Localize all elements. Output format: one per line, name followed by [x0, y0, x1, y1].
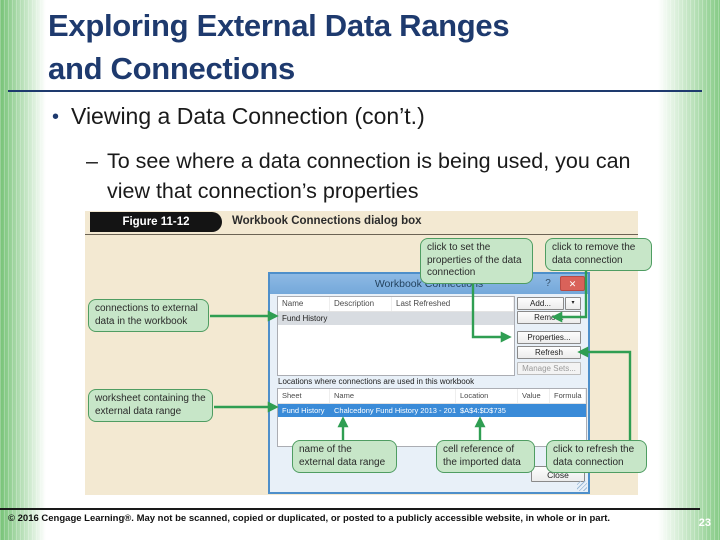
figure-caption: Workbook Connections dialog box	[232, 215, 422, 227]
page-number: 23	[698, 517, 711, 529]
column-header-value[interactable]: Value	[518, 389, 550, 403]
callout-set-properties: click to set the properties of the data …	[420, 238, 533, 284]
footer-rule	[0, 508, 700, 510]
column-header-name[interactable]: Name	[278, 297, 330, 311]
column-header-range-name[interactable]: Name	[330, 389, 456, 403]
locations-table-header: Sheet Name Location Value Formula	[278, 389, 586, 404]
connections-list: Name Description Last Refreshed Fund His…	[277, 296, 515, 376]
bullet-text: Viewing a Data Connection (con’t.)	[71, 103, 425, 129]
cell-location: $A$4:$D$735	[460, 406, 506, 415]
add-button[interactable]: Add...	[517, 297, 564, 310]
cell-range-name: Chalcedony Fund History 2013 - 2016	[334, 406, 456, 415]
column-header-formula[interactable]: Formula	[550, 389, 586, 403]
cell-sheet: Fund History	[282, 406, 325, 415]
callout-external-connections: connections to external data in the work…	[88, 299, 209, 332]
bullet-marker: •	[52, 106, 60, 128]
column-header-last-refreshed[interactable]: Last Refreshed	[392, 297, 514, 311]
callout-refresh-connection: click to refresh the data connection	[546, 440, 647, 473]
callout-cell-reference: cell reference of the imported data	[436, 440, 535, 473]
resize-grip-icon[interactable]	[577, 481, 587, 491]
close-icon[interactable]: ✕	[560, 276, 585, 291]
remove-button[interactable]: Remove	[517, 311, 581, 324]
sub-bullet-text: To see where a data connection is being …	[106, 149, 631, 203]
manage-sets-button[interactable]: Manage Sets...	[517, 362, 581, 375]
page-title: Exploring External Data Ranges and Conne…	[48, 4, 510, 90]
connection-row-fund-history[interactable]: Fund History	[278, 312, 514, 325]
add-dropdown-button[interactable]: ▾	[565, 297, 581, 310]
callout-remove-connection: click to remove the data connection	[545, 238, 652, 271]
help-icon[interactable]: ?	[545, 278, 551, 289]
location-row-fund-history[interactable]: Fund History Chalcedony Fund History 201…	[278, 404, 586, 417]
footer-copyright: © 2016 Cengage Learning®. May not be sca…	[8, 513, 611, 524]
sub-bullet-marker: –	[86, 149, 98, 173]
properties-button[interactable]: Properties...	[517, 331, 581, 344]
column-header-location[interactable]: Location	[456, 389, 518, 403]
figure-header-rule	[85, 234, 638, 235]
callout-range-name: name of the external data range	[292, 440, 397, 473]
refresh-button[interactable]: Refresh	[517, 346, 581, 359]
figure-label: Figure 11-12	[90, 212, 222, 232]
left-green-gradient	[0, 0, 46, 540]
right-green-gradient	[658, 0, 720, 540]
title-underline	[8, 90, 702, 92]
title-line-1: Exploring External Data Ranges	[48, 8, 510, 43]
column-header-description[interactable]: Description	[330, 297, 392, 311]
column-header-sheet[interactable]: Sheet	[278, 389, 330, 403]
locations-table: Sheet Name Location Value Formula Fund H…	[277, 388, 587, 447]
callout-worksheet-range: worksheet containing the external data r…	[88, 389, 213, 422]
sub-bullet-item: – To see where a data connection is bein…	[86, 146, 642, 206]
title-line-2: and Connections	[48, 51, 295, 86]
connections-list-header: Name Description Last Refreshed	[278, 297, 514, 312]
bullet-item: • Viewing a Data Connection (con’t.)	[52, 103, 425, 131]
locations-label: Locations where connections are used in …	[278, 377, 475, 386]
